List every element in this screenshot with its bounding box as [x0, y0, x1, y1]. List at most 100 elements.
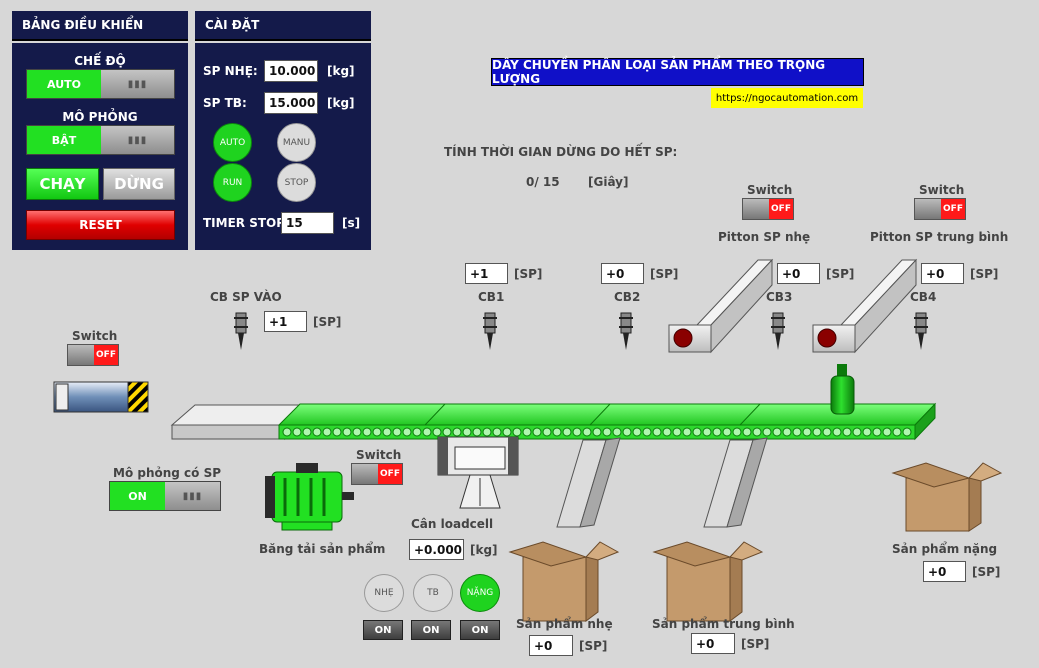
stop-indicator[interactable]: STOP	[277, 163, 316, 202]
belt-roller	[352, 427, 362, 437]
sim-product-value: ON	[110, 482, 165, 510]
medium-on-button[interactable]: ON	[411, 620, 451, 640]
sensor-in-label: CB SP VÀO	[210, 290, 282, 304]
belt-roller	[492, 427, 502, 437]
belt-roller	[372, 427, 382, 437]
belt-roller	[612, 427, 622, 437]
belt-roller	[582, 427, 592, 437]
piston-light-label: Pitton SP nhẹ	[718, 230, 811, 244]
box-light-icon	[508, 541, 620, 622]
toggle-knob-icon: ▮▮▮	[101, 126, 174, 154]
cb3-sensor-icon	[771, 312, 785, 350]
belt-roller	[872, 427, 882, 437]
cb4-sensor-icon	[914, 312, 928, 350]
belt-roller	[402, 427, 412, 437]
sensor-in-counter: +1	[264, 311, 307, 332]
bin-medium-counter: +0	[691, 633, 735, 654]
sim-toggle[interactable]: BẬT ▮▮▮	[26, 125, 175, 155]
conveyor-belt	[277, 402, 937, 441]
belt-roller	[822, 427, 832, 437]
belt-roller	[862, 427, 872, 437]
timer-info-unit: [Giây]	[588, 175, 629, 189]
cb2-sensor-icon	[619, 312, 633, 350]
conveyor-label: Băng tải sản phẩm	[259, 542, 386, 556]
sp-light-unit: [kg]	[327, 64, 355, 78]
belt-roller	[342, 427, 352, 437]
product-bottle-icon	[830, 364, 855, 415]
loadcell-label: Cân loadcell	[411, 517, 494, 531]
belt-roller	[662, 427, 672, 437]
belt-roller	[882, 427, 892, 437]
heavy-on-button[interactable]: ON	[460, 620, 500, 640]
belt-roller	[282, 427, 292, 437]
piston-light-icon	[668, 258, 774, 354]
chute-light	[556, 437, 621, 528]
mode-toggle[interactable]: AUTO ▮▮▮	[26, 69, 175, 99]
stop-button[interactable]: DỪNG	[103, 168, 175, 200]
belt-roller	[712, 427, 722, 437]
run-button[interactable]: CHẠY	[26, 168, 99, 200]
belt-roller	[682, 427, 692, 437]
light-on-button[interactable]: ON	[363, 620, 403, 640]
bin-heavy-unit: [SP]	[972, 565, 1001, 579]
timer-stop-unit: [s]	[342, 216, 361, 230]
belt-roller	[672, 427, 682, 437]
run-indicator[interactable]: RUN	[213, 163, 252, 202]
belt-roller	[642, 427, 652, 437]
belt-roller	[602, 427, 612, 437]
belt-roller	[432, 427, 442, 437]
piston-medium-label: Pitton SP trung bình	[870, 230, 1009, 244]
belt-roller	[462, 427, 472, 437]
cb1-counter: +1	[465, 263, 508, 284]
cb1-sensor-icon	[483, 312, 497, 350]
bin-medium-unit: [SP]	[741, 637, 770, 651]
belt-roller	[532, 427, 542, 437]
website-link[interactable]: https://ngocautomation.com	[711, 88, 863, 108]
belt-roller	[362, 427, 372, 437]
page-title: DÂY CHUYỀN PHÂN LOẠI SẢN PHẨM THEO TRỌNG…	[491, 58, 864, 86]
sp-medium-input[interactable]: 15.000	[264, 92, 318, 114]
belt-roller	[732, 427, 742, 437]
belt-roller	[742, 427, 752, 437]
belt-roller	[562, 427, 572, 437]
bin-light-label: Sản phẩm nhẹ	[516, 617, 613, 631]
chute-medium	[703, 437, 768, 528]
sim-product-toggle[interactable]: ON ▮▮▮	[109, 481, 221, 511]
switch-piston-medium[interactable]: OFF	[914, 198, 966, 220]
switch-piston-light[interactable]: OFF	[742, 198, 794, 220]
belt-roller	[472, 427, 482, 437]
sp-medium-label: SP TB:	[203, 96, 247, 110]
belt-roller	[332, 427, 342, 437]
sim-label: MÔ PHỎNG	[62, 110, 138, 124]
cb2-label: CB2	[614, 290, 641, 304]
medium-indicator: TB	[413, 574, 453, 612]
belt-roller	[422, 427, 432, 437]
feeder-cylinder-icon	[53, 381, 149, 413]
switch-feeder[interactable]: OFF	[67, 344, 119, 366]
mode-value: AUTO	[27, 70, 101, 98]
cb2-unit: [SP]	[650, 267, 679, 281]
belt-roller	[382, 427, 392, 437]
control-panel-title: BẢNG ĐIỀU KHIỂN	[12, 11, 188, 41]
belt-roller	[592, 427, 602, 437]
manu-indicator[interactable]: MANU	[277, 123, 316, 162]
box-medium-icon	[652, 541, 764, 622]
box-heavy-icon	[891, 462, 1003, 532]
belt-roller	[502, 427, 512, 437]
timer-info-value: 0/ 15	[526, 175, 560, 189]
belt-roller	[782, 427, 792, 437]
belt-roller	[892, 427, 902, 437]
reset-button[interactable]: RESET	[26, 210, 175, 240]
conveyor-motor-icon	[265, 463, 354, 531]
auto-indicator[interactable]: AUTO	[213, 123, 252, 162]
sp-light-input[interactable]: 10.000	[264, 60, 318, 82]
belt-roller	[902, 427, 912, 437]
sensor-in-unit: [SP]	[313, 315, 342, 329]
belt-roller	[652, 427, 662, 437]
belt-roller	[292, 427, 302, 437]
switch-conveyor[interactable]: OFF	[351, 463, 403, 485]
sim-product-label: Mô phỏng có SP	[113, 466, 222, 480]
timer-stop-input[interactable]: 15	[281, 212, 334, 234]
belt-roller	[802, 427, 812, 437]
cb1-unit: [SP]	[514, 267, 543, 281]
